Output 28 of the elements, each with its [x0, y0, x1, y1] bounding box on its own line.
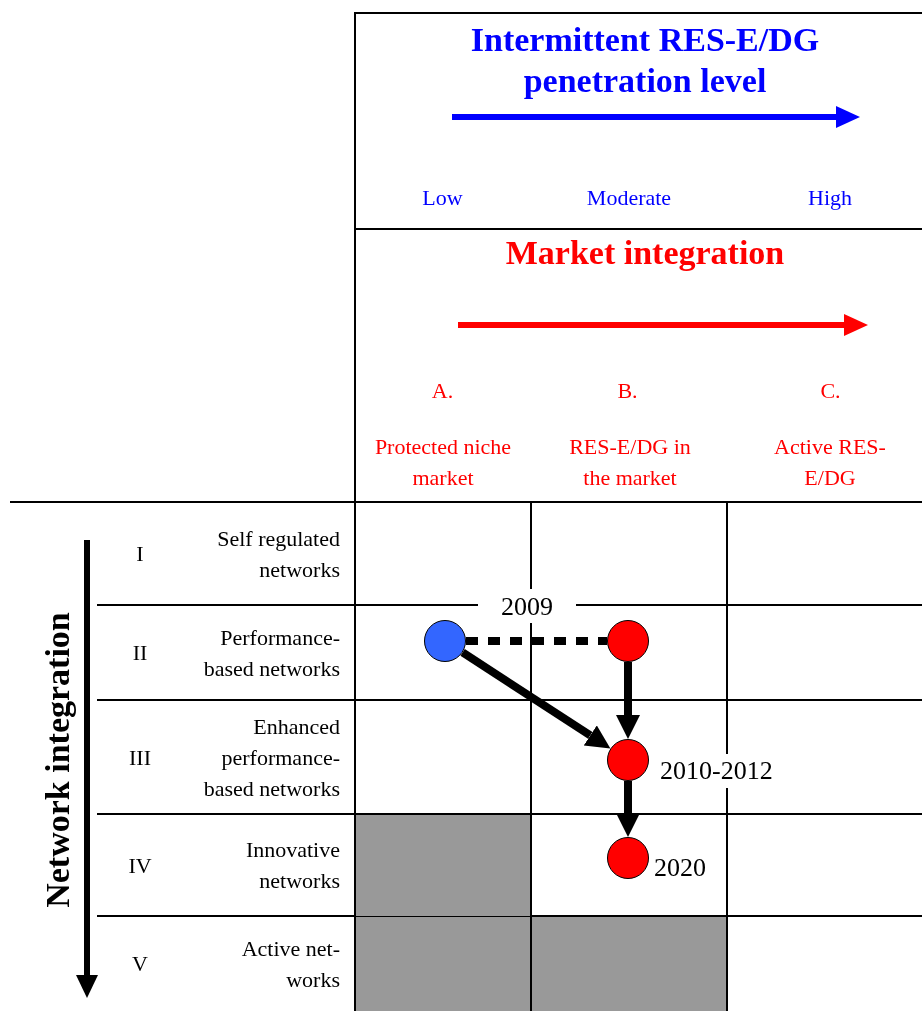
- stage-description: RES-E/DG in the market: [568, 433, 692, 492]
- stage-letter: A.: [430, 376, 455, 405]
- scale-label: Low: [421, 183, 464, 212]
- scale-label: Moderate: [585, 183, 673, 212]
- axis-heading: Intermittent RES-E/DG penetration level: [469, 20, 821, 101]
- arrow: [616, 781, 640, 837]
- row-label: Innovative networks: [244, 836, 340, 895]
- scale-label: High: [807, 183, 853, 212]
- year-label: 2010-2012: [660, 754, 773, 788]
- axis-title: Network integration: [37, 611, 77, 910]
- row-label: Performance-based networks: [202, 623, 340, 683]
- row-label: Active net-works: [240, 934, 340, 994]
- arrow: [616, 662, 640, 739]
- row-label: Enhanced performance-based networks: [202, 712, 340, 803]
- row-label: Self regulated networks: [216, 524, 340, 584]
- stage-description: Protected niche market: [373, 433, 513, 492]
- stage-description: Active RES-E/DG: [773, 433, 887, 492]
- row-numeral: II: [131, 639, 149, 667]
- row-numeral: III: [128, 743, 152, 772]
- stage-letter: C.: [819, 376, 842, 405]
- stage-letter: B.: [616, 376, 639, 405]
- arrow: [460, 649, 611, 749]
- axis-heading: Market integration: [504, 232, 786, 273]
- year-label: 2009: [478, 589, 576, 623]
- connector-line: [466, 637, 607, 645]
- row-numeral: IV: [127, 851, 153, 880]
- row-numeral: V: [131, 950, 149, 978]
- row-numeral: I: [135, 540, 145, 568]
